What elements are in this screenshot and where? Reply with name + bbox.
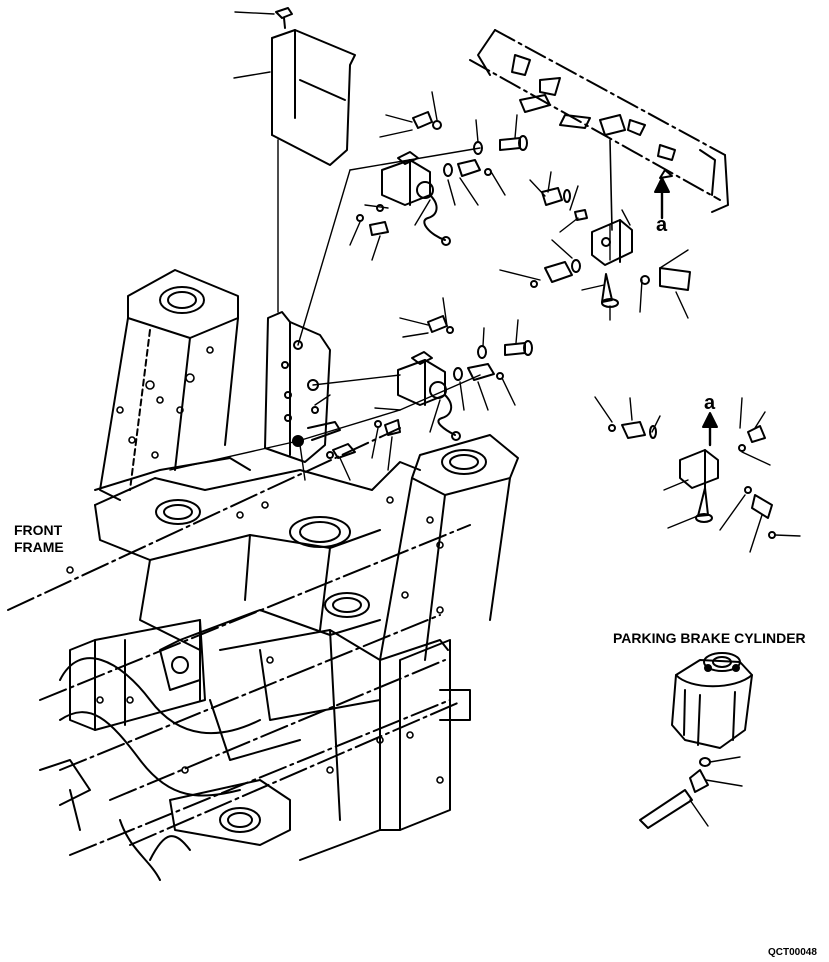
upper-right-rail-drawing xyxy=(469,29,729,231)
view-a-detail-drawing xyxy=(594,396,801,553)
view-marker-a-right: a xyxy=(704,392,716,414)
front-frame-text: FRONT FRAME xyxy=(14,522,64,555)
parking-brake-cylinder-drawing xyxy=(639,652,753,829)
upper-solenoid-valve-drawing xyxy=(349,91,528,261)
lower-solenoid-valve-drawing xyxy=(326,297,533,481)
view-marker-a-upper: a xyxy=(656,214,668,236)
middle-valve-block-drawing xyxy=(499,171,691,321)
front-frame-drawing xyxy=(7,269,519,881)
front-frame-label: FRONT FRAME xyxy=(14,522,64,556)
drawing-code: QCT00048 xyxy=(768,947,817,958)
cover-and-bracket-drawing xyxy=(169,7,401,481)
parking-brake-cylinder-label: PARKING BRAKE CYLINDER xyxy=(613,630,806,646)
